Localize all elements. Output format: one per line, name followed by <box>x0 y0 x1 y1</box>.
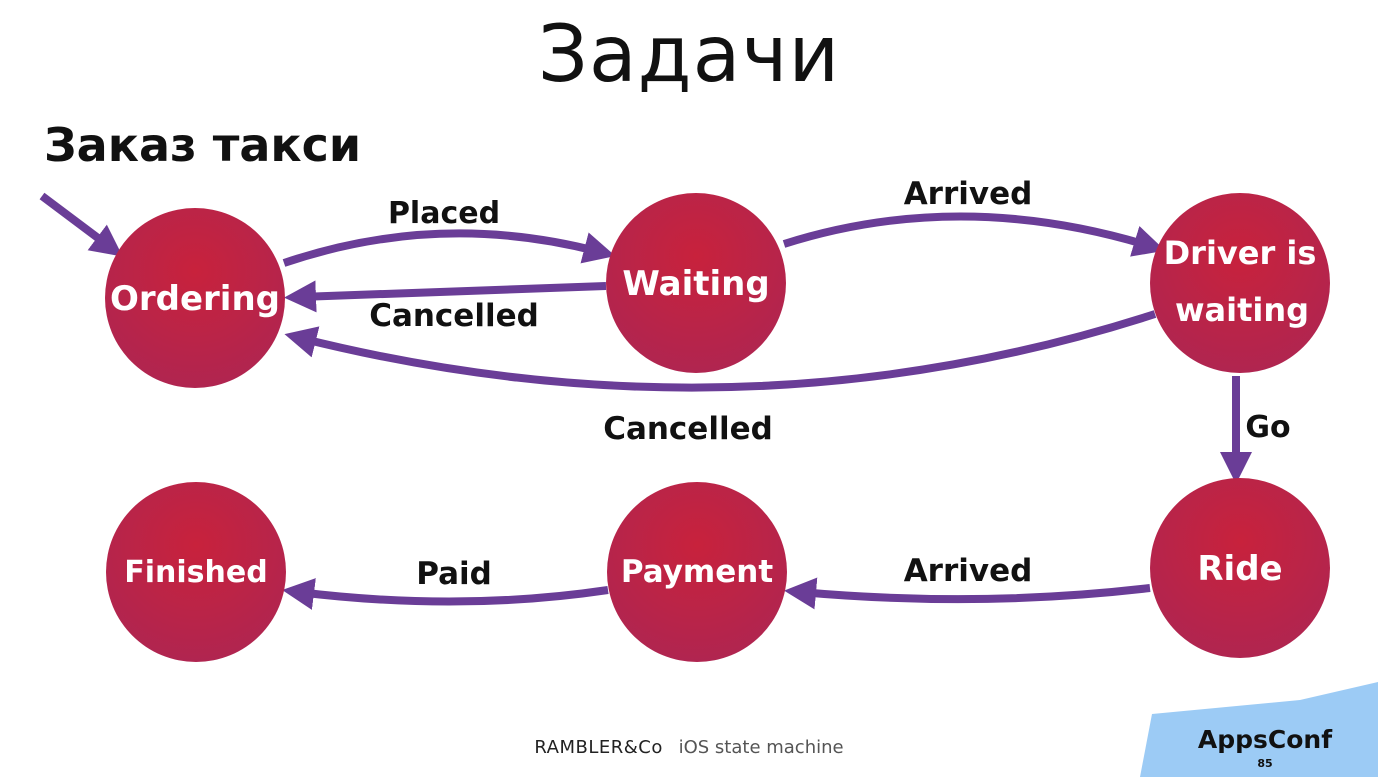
node-waiting-label: Waiting <box>622 264 769 304</box>
node-finished-label: Finished <box>124 555 267 590</box>
edge-label-cancelled-driver: Cancelled <box>603 411 773 447</box>
node-ordering-label: Ordering <box>110 279 280 319</box>
edge-cancelled-waiting <box>284 280 607 313</box>
node-driver-waiting-label-line2: waiting <box>1175 291 1309 329</box>
diagram-subtitle: Заказ такси <box>44 118 362 172</box>
node-payment-label: Payment <box>621 554 773 590</box>
footer-brand-logo: RAMBLER&Co <box>534 737 663 758</box>
edge-placed <box>282 229 616 267</box>
node-waiting: Waiting <box>606 193 786 373</box>
node-driver-waiting-label-line1: Driver is <box>1164 234 1317 272</box>
edge-arrived-driver <box>782 212 1166 257</box>
node-driver-is-waiting: Driver is waiting <box>1150 193 1330 373</box>
slide-number: 85 <box>1257 757 1273 770</box>
edge-label-placed: Placed <box>388 196 500 231</box>
appsconf-badge <box>1140 682 1378 777</box>
edge-label-cancelled-waiting: Cancelled <box>369 298 539 334</box>
edge-label-go: Go <box>1245 410 1290 445</box>
node-finished: Finished <box>106 482 286 662</box>
footer-topic: iOS state machine <box>678 737 844 758</box>
edge-paid <box>282 578 609 610</box>
edge-arrived-payment <box>784 577 1151 610</box>
edge-label-paid: Paid <box>416 556 492 592</box>
slide-title: Задачи <box>537 10 841 100</box>
edge-label-arrived-payment: Arrived <box>904 553 1033 589</box>
node-ride: Ride <box>1150 478 1330 658</box>
node-ordering: Ordering <box>105 208 285 388</box>
appsconf-logo: AppsConf <box>1197 725 1333 754</box>
edge-cancelled-driver <box>284 310 1157 392</box>
node-ride-label: Ride <box>1197 549 1282 589</box>
edge-label-arrived-driver: Arrived <box>904 176 1033 212</box>
footer: RAMBLER&Co iOS state machine <box>0 737 1378 758</box>
entry-arrow <box>39 192 123 257</box>
node-payment: Payment <box>607 482 787 662</box>
